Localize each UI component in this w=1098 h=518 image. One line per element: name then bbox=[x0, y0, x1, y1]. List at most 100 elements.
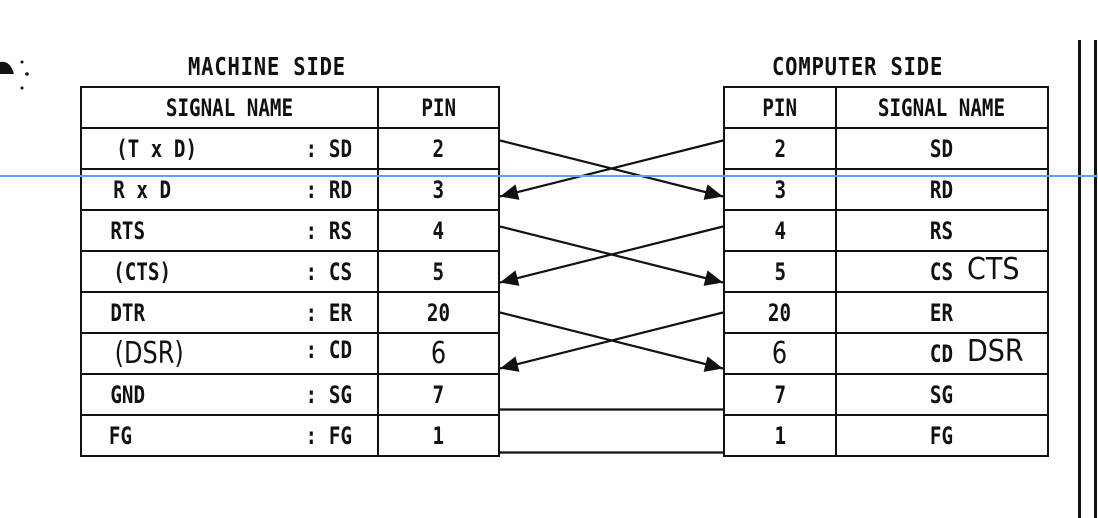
arrowhead-icon bbox=[703, 356, 723, 372]
signal-name-cell: (CTS):CS bbox=[80, 250, 379, 293]
signal-code: RD bbox=[328, 175, 353, 204]
machine-row: GND: SG 7 bbox=[80, 373, 501, 416]
computer-row: 7 SG bbox=[723, 373, 1050, 416]
signal-alias: (CTS) bbox=[113, 257, 172, 286]
arrowhead-icon bbox=[500, 356, 520, 372]
arrowhead-icon bbox=[703, 184, 723, 200]
pin-cell: 2 bbox=[723, 127, 837, 170]
pin-cell: 1 bbox=[376, 414, 501, 457]
guide-line bbox=[0, 175, 1098, 177]
computer-row: 2 SD bbox=[723, 127, 1050, 170]
separator: : bbox=[305, 298, 317, 327]
signal-code: FG bbox=[328, 421, 353, 450]
signal-alias: DTR bbox=[110, 298, 146, 327]
pin-cell: 7 bbox=[376, 373, 501, 416]
signal-name-cell: CS CTS bbox=[834, 250, 1050, 293]
signal-name-cell: FG: FG bbox=[80, 414, 379, 457]
arrowhead-icon bbox=[500, 270, 520, 286]
handwritten-note: CTS bbox=[966, 252, 1020, 287]
pin-header: PIN bbox=[376, 86, 501, 129]
wire-line bbox=[499, 139, 724, 198]
wire-line bbox=[499, 225, 724, 284]
signal-code: SD bbox=[930, 134, 954, 163]
signal-code: CD bbox=[930, 339, 954, 368]
signal-code: FG bbox=[930, 421, 954, 450]
computer-row: 5 CS CTS bbox=[723, 250, 1050, 293]
computer-row: 4 RS bbox=[723, 209, 1050, 252]
signal-name-cell: RTS: RS bbox=[80, 209, 379, 252]
pin-cell: 6 bbox=[376, 332, 501, 375]
arrowhead-icon bbox=[703, 270, 723, 286]
handwritten-note: DSR bbox=[966, 334, 1024, 369]
pin-cell: 7 bbox=[723, 373, 837, 416]
wire-line bbox=[499, 225, 724, 284]
signal-name-cell: SG bbox=[834, 373, 1050, 416]
signal-code: SG bbox=[930, 380, 954, 409]
pin-cell: 4 bbox=[376, 209, 501, 252]
machine-row: (T x D): SD 2 bbox=[80, 127, 501, 170]
signal-alias: (T x D) bbox=[116, 134, 198, 163]
machine-row: RTS: RS 4 bbox=[80, 209, 501, 252]
signal-name-cell: (DSR): CD bbox=[80, 332, 379, 375]
pin-cell: 5 bbox=[376, 250, 501, 293]
signal-name-cell: SD bbox=[834, 127, 1050, 170]
pin-cell: 20 bbox=[723, 291, 837, 334]
separator: : bbox=[305, 380, 317, 409]
signal-alias: (DSR) bbox=[114, 336, 184, 371]
pin-header: PIN bbox=[723, 86, 837, 129]
pin-cell: 2 bbox=[376, 127, 501, 170]
signal-code: CS bbox=[930, 257, 954, 286]
signal-name-cell: GND: SG bbox=[80, 373, 379, 416]
signal-code: CD bbox=[328, 336, 353, 364]
signal-name-header: SIGNAL NAME bbox=[80, 86, 379, 129]
signal-name-cell: ER bbox=[834, 291, 1050, 334]
pin-cell: 1 bbox=[723, 414, 837, 457]
signal-alias: GND bbox=[110, 380, 146, 409]
signal-alias: FG bbox=[108, 421, 133, 450]
pin-cell: 4 bbox=[723, 209, 837, 252]
border-line-right bbox=[1094, 40, 1097, 518]
computer-side-title: COMPUTER SIDE bbox=[772, 52, 944, 81]
corner-mark-icon bbox=[0, 60, 29, 90]
signal-code: RS bbox=[328, 216, 353, 245]
wire-line bbox=[499, 311, 724, 370]
signal-code: SG bbox=[328, 380, 353, 409]
machine-row: DTR: ER 20 bbox=[80, 291, 501, 334]
signal-name-cell: (T x D): SD bbox=[80, 127, 379, 170]
machine-row: (DSR): CD 6 bbox=[80, 332, 501, 375]
separator: : bbox=[305, 336, 317, 364]
border-line-left bbox=[1078, 40, 1081, 518]
separator: : bbox=[305, 216, 317, 245]
machine-side-title: MACHINE SIDE bbox=[188, 52, 346, 81]
machine-row: FG: FG 1 bbox=[80, 414, 501, 457]
signal-code: CS bbox=[328, 257, 353, 286]
separator: : bbox=[305, 134, 317, 163]
signal-code: RD bbox=[930, 175, 954, 204]
computer-header-row: PIN SIGNAL NAME bbox=[723, 86, 1050, 129]
signal-name-header: SIGNAL NAME bbox=[834, 86, 1050, 129]
computer-row: 6 CD DSR bbox=[723, 332, 1050, 375]
signal-code: ER bbox=[328, 298, 353, 327]
wire-line bbox=[499, 311, 724, 370]
computer-row: 20 ER bbox=[723, 291, 1050, 334]
pin-cell: 6 bbox=[723, 332, 837, 375]
computer-row: 1 FG bbox=[723, 414, 1050, 457]
signal-name-cell: DTR: ER bbox=[80, 291, 379, 334]
signal-code: SD bbox=[328, 134, 353, 163]
signal-name-cell: CD DSR bbox=[834, 332, 1050, 375]
signal-name-cell: RS bbox=[834, 209, 1050, 252]
signal-code: RS bbox=[930, 216, 954, 245]
pin-cell: 20 bbox=[376, 291, 501, 334]
machine-header-row: SIGNAL NAME PIN bbox=[80, 86, 501, 129]
signal-code: ER bbox=[930, 298, 954, 327]
separator: : bbox=[305, 421, 317, 450]
signal-alias: RTS bbox=[110, 216, 146, 245]
pin-cell: 5 bbox=[723, 250, 837, 293]
signal-name-cell: FG bbox=[834, 414, 1050, 457]
arrowhead-icon bbox=[500, 184, 520, 200]
wire-line bbox=[499, 139, 724, 198]
signal-alias: R x D bbox=[113, 175, 172, 204]
